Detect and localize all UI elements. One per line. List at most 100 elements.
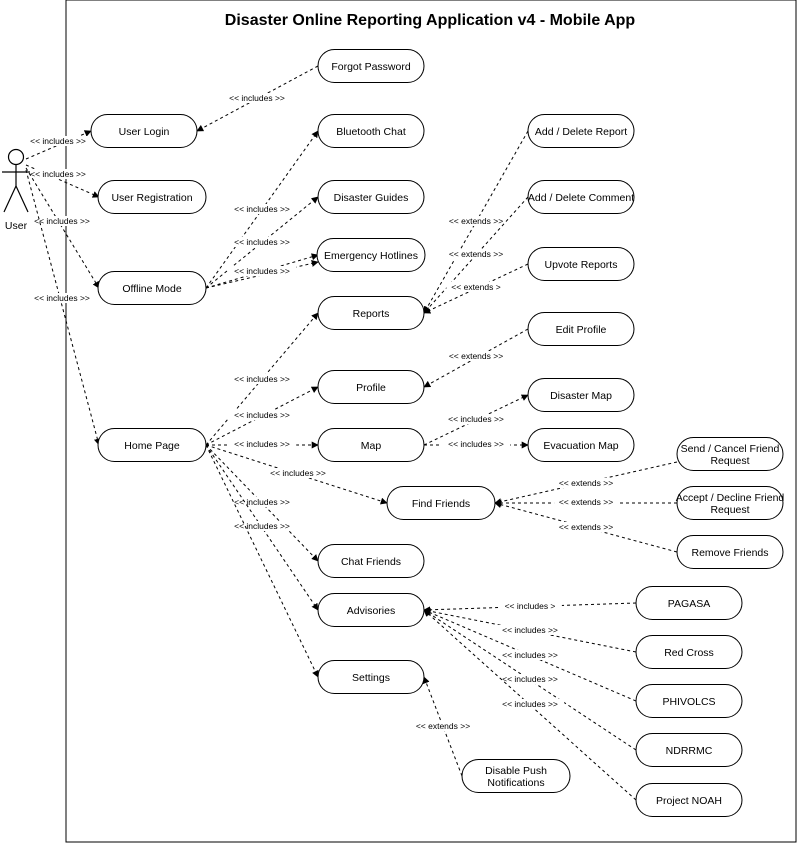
use-case-shape [317,180,425,214]
use-case-shape [527,378,635,412]
use-case-user-registration[interactable]: User Registration [97,180,207,214]
use-case-shape [527,114,635,148]
relation-remove-friends-to-find-friends [494,501,678,553]
relation-label: << includes >> [234,237,290,247]
use-case-settings[interactable]: Settings [317,660,425,694]
relation-label: << includes >> [34,293,90,303]
use-case-ndrrmc[interactable]: NDRRMC [635,733,743,767]
use-case-pagasa[interactable]: PAGASA [635,586,743,620]
relation-label-background [227,204,297,214]
use-case-shape [386,486,496,520]
relation-label: << includes >> [270,468,326,478]
use-case-label: Map [361,440,382,452]
use-case-home-page[interactable]: Home Page [97,428,207,462]
use-case-upvote-reports[interactable]: Upvote Reports [527,247,635,281]
relation-label: << extends > [451,282,500,292]
use-case-profile[interactable]: Profile [317,370,425,404]
relation-offline-mode-to-emergency-hotlines [205,260,319,289]
use-case-label: Offline Mode [122,283,181,295]
relation-label-background [27,293,97,303]
use-case-bluetooth-chat[interactable]: Bluetooth Chat [317,114,425,148]
relations-layer: << includes >> << includes >> << includes … [23,65,678,801]
use-case-offline-mode[interactable]: Offline Mode [97,271,207,305]
use-case-label: Settings [352,672,390,684]
relation-label: << extends >> [416,721,470,731]
actor-label: User [5,220,28,232]
relation-label-background [23,169,93,179]
use-case-evacuation-map[interactable]: Evacuation Map [527,428,635,462]
relation-label-background [227,237,297,247]
relation-label-background [446,282,506,292]
relation-label-background [495,625,565,635]
use-case-label: Emergency Hotlines [324,250,418,262]
use-case-label: Profile [356,382,386,394]
use-case-label: Disaster Map [550,390,612,402]
use-case-project-noah[interactable]: Project NOAH [635,783,743,817]
use-case-label: Reports [353,308,390,320]
relation-label: << includes >> [234,439,290,449]
use-case-label: PAGASA [668,598,710,610]
use-case-shape [316,238,426,272]
relation-label: << includes >> [502,625,558,635]
use-case-label: Remove Friends [691,547,768,559]
use-case-remove-friends[interactable]: Remove Friends [676,535,784,569]
relation-label-background [441,439,511,449]
relation-label: << includes >> [502,699,558,709]
use-case-reports[interactable]: Reports [317,296,425,330]
use-case-label: Advisories [347,605,395,617]
use-case-emergency-hotlines[interactable]: Emergency Hotlines [316,238,426,272]
relation-edit-profile-to-profile [423,328,529,388]
relation-label-background [227,266,297,276]
relation-label: << includes >> [30,136,86,146]
relation-label-background [554,522,618,532]
use-case-label: Add / Delete Comment [528,192,634,204]
use-case-disaster-guides[interactable]: Disaster Guides [317,180,425,214]
relation-label: << includes >> [234,521,290,531]
use-case-forgot-password[interactable]: Forgot Password [317,49,425,83]
relation-label: << includes >> [234,410,290,420]
use-case-disaster-map[interactable]: Disaster Map [527,378,635,412]
use-case-find-friends[interactable]: Find Friends [386,486,496,520]
relation-map-to-disaster-map [423,394,529,446]
use-case-label: Evacuation Map [543,440,618,452]
relation-label-background [227,497,297,507]
use-case-add-delete-report[interactable]: Add / Delete Report [527,114,635,148]
use-case-add-delete-comment[interactable]: Add / Delete Comment [527,180,635,214]
user-actor[interactable]: User [2,148,30,233]
use-case-label: Home Page [124,440,180,452]
use-case-shape [97,180,207,214]
use-case-edit-profile[interactable]: Edit Profile [527,312,635,346]
relation-label-background [554,497,618,507]
use-case-shape [317,114,425,148]
relation-label-background [23,136,93,146]
relation-label-background [495,699,565,709]
relation-label-background [222,93,292,103]
use-case-chat-friends[interactable]: Chat Friends [317,544,425,578]
use-case-label: Disaster Guides [334,192,409,204]
relation-label: << includes >> [234,266,290,276]
relation-label-background [495,650,565,660]
use-case-shape [317,593,425,627]
use-case-map[interactable]: Map [317,428,425,462]
use-case-advisories[interactable]: Advisories [317,593,425,627]
use-case-shape [527,428,635,462]
relation-label: << extends >> [559,522,613,532]
use-case-user-login[interactable]: User Login [90,114,198,148]
use-case-label: PHIVOLCS [662,696,715,708]
use-case-red-cross[interactable]: Red Cross [635,635,743,669]
use-case-label: Upvote Reports [545,259,618,271]
relation-label-background [227,410,297,420]
actor-right-leg [15,185,29,213]
use-case-phivolcs[interactable]: PHIVOLCS [635,684,743,718]
relation-home-page-to-settings [205,444,319,678]
use-case-label: User Login [119,126,170,138]
use-case-shape [317,428,425,462]
